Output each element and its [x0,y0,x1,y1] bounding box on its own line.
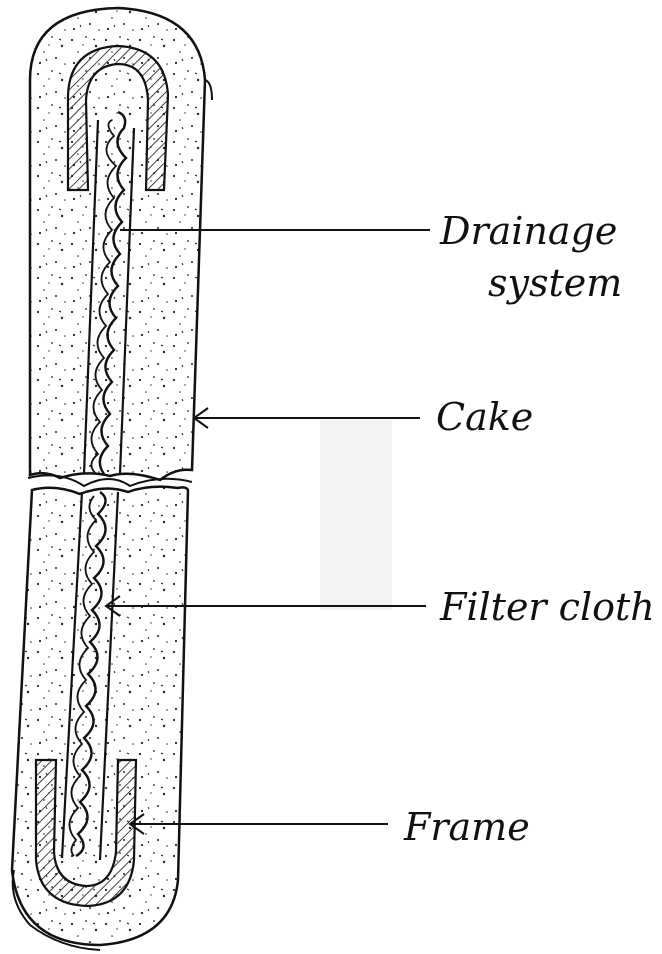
cake-upper [30,8,212,480]
label-drainage-system-line1: Drainage [440,212,617,250]
leader-cake [194,408,420,428]
cake-lower [12,487,188,950]
label-drainage-system-line2: system [488,264,622,302]
label-filter-cloth: Filter cloth [440,588,655,626]
label-frame: Frame [404,808,530,846]
label-cake: Cake [436,398,533,436]
